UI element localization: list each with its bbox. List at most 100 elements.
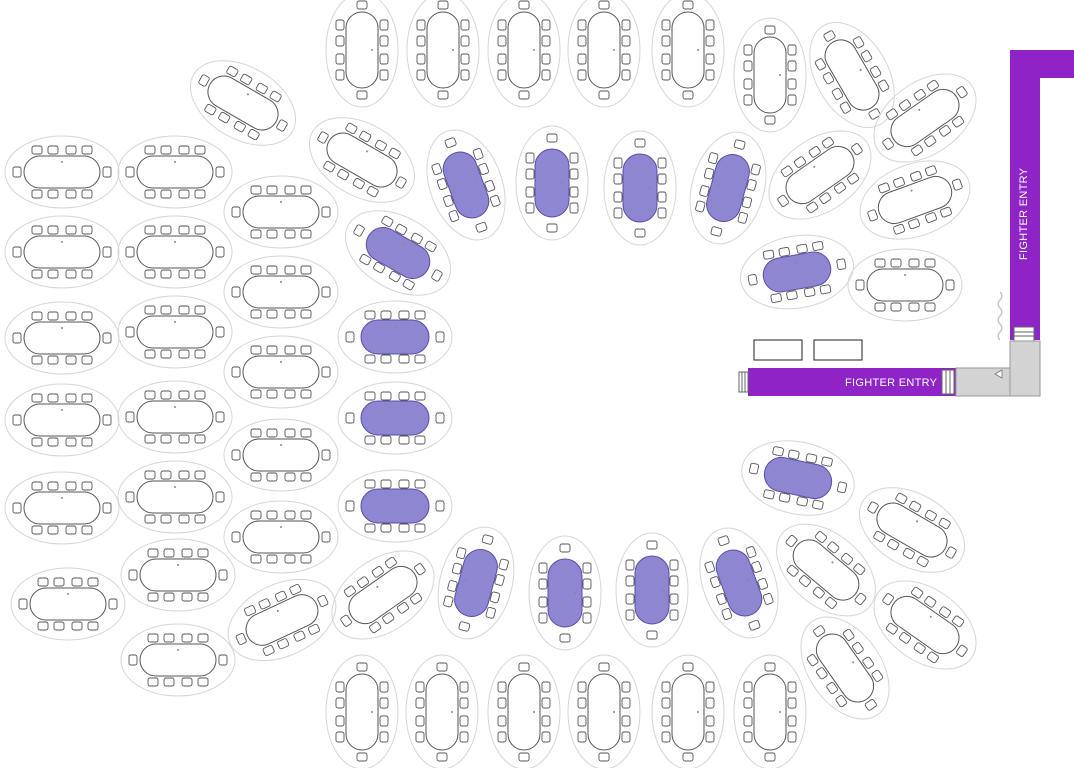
table-marker [697,711,699,713]
chair [913,89,926,101]
chair [541,731,551,743]
chair [868,108,881,120]
chair [436,178,448,191]
chair [762,593,774,605]
chair [380,391,392,401]
chair [814,531,828,543]
chair [178,470,190,480]
chair [908,302,920,312]
table-marker [574,592,576,594]
chair [835,695,848,708]
chair [926,651,939,664]
table-top [890,88,960,148]
chair [661,69,671,81]
chair [737,211,748,224]
chair [284,345,296,355]
chair [902,547,915,560]
chair [380,310,392,320]
chair [194,145,206,155]
chair [178,349,190,359]
chair [178,305,190,315]
table-zone [847,248,963,322]
table-marker [465,579,468,582]
table-marker [61,497,63,499]
chair [160,225,172,235]
chair [625,593,635,605]
table-marker [452,49,454,51]
standard-table [733,654,807,768]
chair [956,644,968,657]
standard-table [487,654,561,768]
table-zone [567,654,641,768]
chair [538,612,548,624]
chair [598,662,610,672]
chair [307,623,320,635]
chair [437,90,449,100]
chair [852,641,864,655]
table-marker [613,49,615,51]
chair [178,514,190,524]
chair [763,489,775,500]
chair [460,19,470,31]
table-top [815,633,875,703]
chair [226,65,239,78]
table-zone [733,654,807,768]
chair [125,166,135,178]
chair [787,449,800,460]
chair [577,697,587,709]
table-marker [174,486,176,488]
chair [160,470,172,480]
chair [874,258,886,268]
table-marker [649,187,651,189]
table-top [425,673,459,751]
table-zone [487,654,561,768]
table-top [622,153,658,223]
chair [47,311,59,321]
table-top [792,539,860,601]
chair [634,228,646,238]
chair [81,393,93,403]
chair [460,53,470,65]
table-zone [344,210,452,296]
chair [388,147,401,160]
chair [864,699,877,711]
chair [65,311,77,321]
chair [444,137,457,149]
table-zone [331,550,435,640]
chair [317,594,329,607]
vip-table [337,300,453,374]
table-marker [904,274,906,276]
chair [65,269,77,279]
table-marker [174,321,176,323]
standard-table [117,295,233,369]
table-top [136,400,214,434]
chair [460,69,470,81]
chair [102,246,112,258]
chair [218,654,228,666]
table-top [136,155,214,189]
table-marker [276,609,279,612]
chair [47,481,59,491]
chair [197,633,209,643]
chair [873,530,886,543]
chair [178,189,190,199]
table-marker [280,526,282,528]
chair [53,577,65,587]
table-zone [405,654,479,768]
vip-table [740,234,854,310]
chair [682,0,694,10]
chair [497,53,507,65]
table-zone [487,0,561,108]
chair [494,574,505,586]
chair [194,434,206,444]
fighter-entry-vertical: FIGHTER ENTRY [997,50,1074,342]
chair [851,143,863,156]
chair [951,178,963,191]
chair [890,258,902,268]
chair [841,553,854,565]
table-zone [227,578,337,662]
chair [657,173,667,185]
table-marker [61,161,63,163]
chair [748,462,760,475]
chair [546,133,558,143]
